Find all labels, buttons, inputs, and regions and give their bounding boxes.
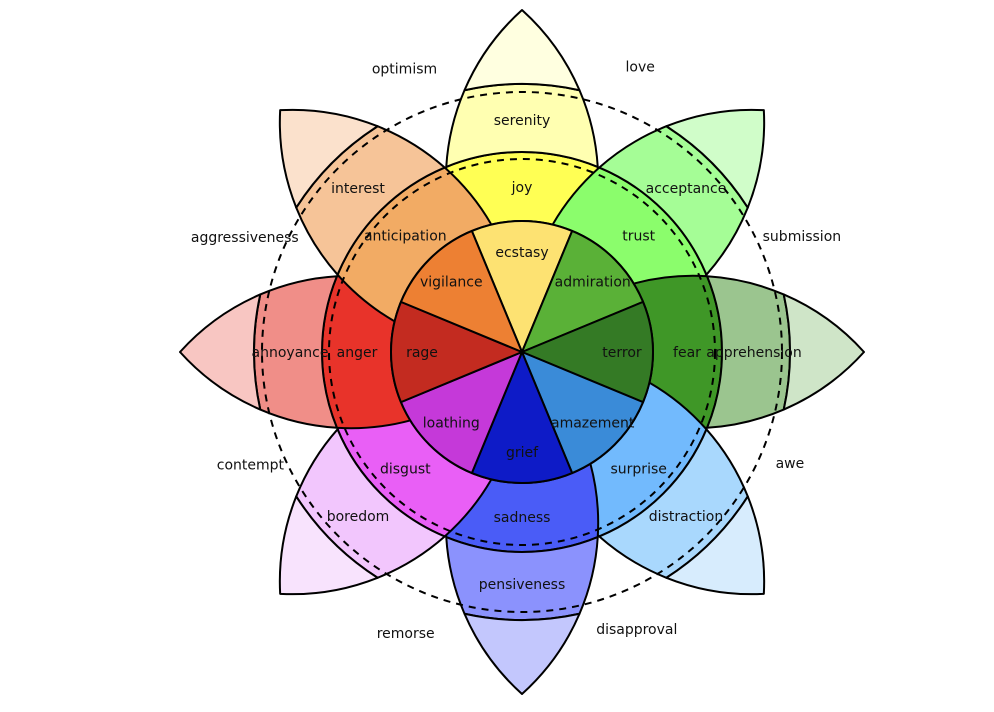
petal-band-2 [706, 275, 791, 429]
emotion-label: loathing [423, 416, 480, 432]
petal-band-3 [665, 108, 766, 209]
petal-band-2 [598, 125, 749, 276]
petals-layer [179, 9, 865, 695]
core-wedge-right [521, 300, 654, 404]
core-wedge-up-left [399, 229, 523, 353]
petal-down-right [551, 381, 766, 596]
emotion-label: trust [622, 228, 655, 244]
inner-dashed-ring [328, 158, 716, 546]
emotion-label: vigilance [420, 274, 483, 290]
petal-band-3 [278, 495, 379, 596]
core-wedge-up-right [521, 229, 645, 353]
emotion-label: rage [406, 345, 438, 361]
petal-band-2 [253, 275, 338, 429]
emotion-label: acceptance [646, 181, 727, 197]
petal-band-2 [598, 428, 749, 579]
emotion-label: fear [673, 345, 701, 361]
emotion-label: sadness [494, 510, 551, 526]
emotion-label: annoyance [252, 345, 329, 361]
dyad-label: remorse [377, 626, 435, 642]
emotion-label: grief [506, 445, 539, 461]
petal-right [632, 274, 865, 430]
emotion-label: admiration [555, 274, 631, 290]
petal-band-2 [295, 125, 446, 276]
core-wedge-left [390, 300, 523, 404]
dyad-label: contempt [217, 458, 285, 474]
emotion-label: apprehension [706, 345, 801, 361]
emotion-label: terror [602, 345, 642, 361]
emotion-label: surprise [611, 462, 667, 478]
emotion-label: boredom [327, 509, 390, 525]
emotion-label: ecstasy [495, 245, 548, 261]
core-wedge-down [470, 351, 574, 484]
dyad-label: love [626, 60, 655, 76]
dyad-label: submission [763, 229, 842, 245]
emotion-label: anticipation [364, 228, 447, 244]
petal-up-left [278, 108, 493, 323]
emotion-label: disgust [380, 462, 431, 478]
core-wedge-down-left [399, 351, 523, 475]
emotion-label: amazement [551, 416, 635, 432]
emotion-label: pensiveness [479, 577, 566, 593]
outer-dashed-ring [261, 91, 783, 613]
labels-layer: ecstasy joy serenity admiration trust accepta… [191, 60, 841, 642]
petal-band-3 [782, 293, 865, 411]
petal-band-2 [445, 83, 599, 168]
dyad-label: disapproval [596, 622, 677, 638]
petal-band-3 [463, 9, 581, 92]
petal-down-left [278, 381, 493, 596]
petal-band-3 [665, 495, 766, 596]
petal-band-2 [295, 428, 446, 579]
petal-band-3 [278, 108, 379, 209]
core-wedge-up [470, 220, 574, 353]
dyad-label: aggressiveness [191, 230, 299, 246]
dyad-label: awe [776, 456, 805, 472]
petal-band-2 [445, 536, 599, 621]
emotion-label: serenity [494, 113, 551, 129]
petal-band-3 [179, 293, 262, 411]
emotion-label: interest [331, 181, 385, 197]
dyad-label: optimism [372, 61, 437, 77]
core-wedge-down-right [521, 351, 645, 475]
core-layer [390, 220, 654, 484]
emotion-label: joy [511, 180, 533, 196]
petal-up-right [551, 108, 766, 323]
emotion-label: distraction [649, 509, 723, 525]
emotion-label: anger [337, 345, 378, 361]
petal-band-3 [463, 612, 581, 695]
